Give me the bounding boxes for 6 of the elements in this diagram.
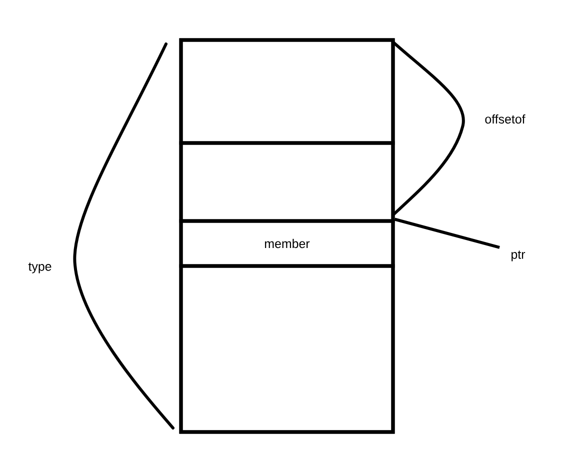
brace-label: type	[28, 262, 52, 274]
pointer-label: ptr	[512, 250, 526, 262]
struct-field	[179, 264, 395, 434]
struct-field: member	[179, 219, 395, 268]
leader-line	[394, 218, 500, 249]
brace-label: offsetof	[485, 114, 526, 124]
